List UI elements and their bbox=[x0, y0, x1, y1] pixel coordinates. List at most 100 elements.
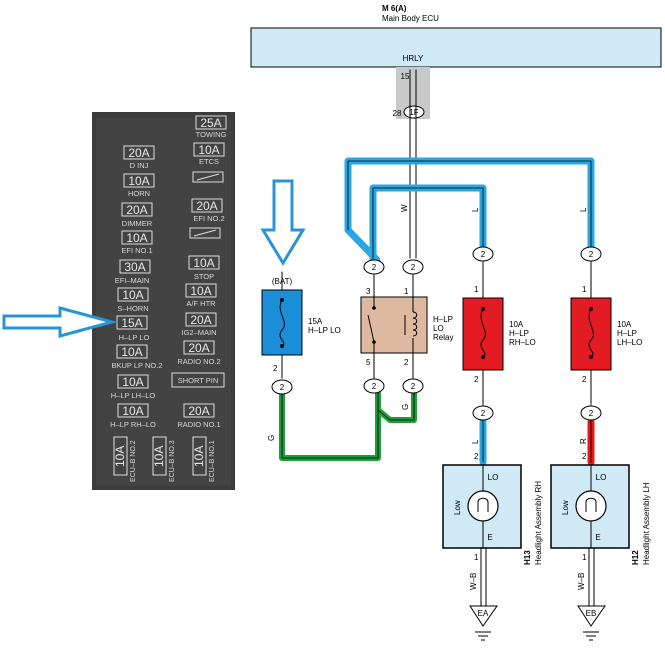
fuse-efi-no2: 20A EFI NO.2 bbox=[191, 198, 225, 223]
svg-text:1F: 1F bbox=[409, 108, 418, 117]
svg-text:10A: 10A bbox=[198, 143, 219, 157]
svg-text:10A: 10A bbox=[121, 345, 142, 359]
svg-text:10A: 10A bbox=[122, 375, 143, 389]
wire-label-l-rh-mid: L bbox=[471, 439, 480, 444]
svg-text:1: 1 bbox=[474, 553, 479, 562]
fuse-efi-no1: 10A EFI NO.1 bbox=[121, 230, 153, 255]
ground-eb-icon bbox=[577, 605, 606, 627]
svg-text:2: 2 bbox=[474, 452, 479, 461]
rh-branch: 2 1 10A H–LP RH–LO 2 2 2 LO Low E H13 He… bbox=[442, 246, 543, 641]
relay-switch-icon bbox=[367, 314, 375, 343]
connector-1f bbox=[403, 105, 425, 119]
svg-text:10A: 10A bbox=[509, 320, 524, 329]
wires bbox=[279, 69, 595, 607]
svg-text:15A: 15A bbox=[308, 317, 323, 326]
connector-relay-2 bbox=[402, 378, 424, 394]
svg-text:2: 2 bbox=[481, 409, 486, 418]
connector-relay-1 bbox=[402, 259, 424, 275]
fuse-ecu-b-no3: 10A ECU–B NO.3 bbox=[152, 436, 176, 482]
svg-text:Low: Low bbox=[561, 500, 570, 515]
svg-text:LO: LO bbox=[488, 473, 499, 482]
svg-text:2: 2 bbox=[582, 375, 587, 384]
wire-label-l-lh: L bbox=[579, 207, 588, 212]
fuse-hlp-rh-lo: 10A H–LP RH–LO bbox=[110, 403, 156, 429]
svg-text:2: 2 bbox=[273, 364, 278, 373]
connector-relay-3 bbox=[363, 259, 385, 275]
svg-text:E: E bbox=[595, 533, 600, 542]
fuse-horn: 10A HORN bbox=[123, 173, 155, 198]
svg-text:20A: 20A bbox=[196, 199, 217, 213]
ecu-pin-15: 15 bbox=[401, 72, 410, 81]
relay-name-2: LO bbox=[433, 324, 444, 333]
svg-text:10A: 10A bbox=[192, 446, 206, 467]
bat-label: (BAT) bbox=[272, 277, 293, 286]
svg-text:H–LP LH–LO: H–LP LH–LO bbox=[111, 391, 156, 400]
fuse-box-photo: 25A TOWING 20A D INJ 10A ETCS 10A HORN 2… bbox=[92, 112, 235, 490]
fuse-ig2-main: 20A IG2–MAIN bbox=[181, 312, 217, 337]
svg-text:10A: 10A bbox=[152, 446, 166, 467]
svg-text:STOP: STOP bbox=[194, 272, 214, 281]
connector-lh-bottom bbox=[580, 405, 602, 421]
wire-label-wb-rh: W–B bbox=[469, 573, 478, 590]
fuse-ecu-b-no2: 10A ECU–B NO.2 bbox=[113, 436, 137, 482]
svg-text:ECU–B NO.2: ECU–B NO.2 bbox=[130, 440, 137, 482]
fuse-slot-spare-1 bbox=[192, 171, 224, 183]
fuse-rh-icon bbox=[480, 308, 486, 358]
svg-text:2: 2 bbox=[411, 382, 416, 391]
svg-text:1: 1 bbox=[474, 285, 479, 294]
svg-text:2: 2 bbox=[589, 409, 594, 418]
fuse-dimmer: 20A DIMMER bbox=[121, 202, 153, 228]
svg-text:20A: 20A bbox=[126, 203, 147, 217]
fuse-stop: 10A STOP bbox=[188, 255, 220, 281]
svg-text:10A: 10A bbox=[128, 174, 149, 188]
fuse-slot-spare-2 bbox=[189, 227, 221, 239]
svg-text:2: 2 bbox=[404, 358, 409, 367]
svg-text:RADIO NO.2: RADIO NO.2 bbox=[177, 357, 220, 366]
svg-text:H–LP: H–LP bbox=[509, 329, 529, 338]
fuse-towing: 25A TOWING bbox=[195, 115, 227, 139]
svg-text:15A: 15A bbox=[121, 316, 142, 330]
wire-label-wb-lh: W–B bbox=[577, 573, 586, 590]
rh-name: Headlight Assembly RH bbox=[534, 481, 543, 565]
relay-body bbox=[360, 296, 428, 354]
fuse-short-pin: SHORT PIN bbox=[171, 372, 225, 388]
svg-text:20A: 20A bbox=[128, 146, 149, 160]
svg-text:20A: 20A bbox=[188, 404, 209, 418]
fuse-ecu-b-no1: 10A ECU–B NO.1 bbox=[192, 436, 216, 482]
svg-text:DIMMER: DIMMER bbox=[122, 219, 153, 228]
svg-text:HORN: HORN bbox=[128, 189, 150, 198]
connector-rh-bottom bbox=[472, 405, 494, 421]
connector-relay-5 bbox=[363, 378, 385, 394]
ecu-terminal-hrly: HRLY bbox=[403, 54, 424, 63]
svg-text:2: 2 bbox=[372, 382, 377, 391]
svg-text:E: E bbox=[487, 533, 492, 542]
ecu-pin-28: 28 bbox=[393, 109, 402, 118]
svg-text:2: 2 bbox=[280, 383, 285, 392]
svg-text:RADIO NO.1: RADIO NO.1 bbox=[177, 420, 220, 429]
svg-text:H–LP LO: H–LP LO bbox=[119, 333, 150, 342]
relay-name-1: H–LP bbox=[433, 315, 453, 324]
fuse-etcs: 10A ETCS bbox=[193, 142, 225, 166]
svg-text:2: 2 bbox=[372, 263, 377, 272]
fuse-15a-hlp-lo: (BAT) 15A H–LP LO 2 2 bbox=[261, 277, 341, 395]
wire-label-r-lh-mid: R bbox=[579, 438, 588, 444]
hlp-lo-relay: 2 2 3 1 5 2 H–LP LO Relay 2 2 bbox=[360, 259, 453, 394]
svg-text:2: 2 bbox=[582, 452, 587, 461]
svg-text:BKUP LP NO.2: BKUP LP NO.2 bbox=[112, 361, 163, 370]
fuse-efi-main: 30A EFI–MAIN bbox=[115, 259, 151, 285]
fuse-radio-no1: 20A RADIO NO.1 bbox=[177, 403, 221, 429]
svg-text:1: 1 bbox=[582, 285, 587, 294]
wire-blue-bus-inner bbox=[369, 184, 487, 263]
fuse-lh-icon bbox=[588, 308, 594, 358]
svg-text:3: 3 bbox=[366, 287, 371, 296]
fuse-s-horn: 10A S–HORN bbox=[117, 287, 149, 313]
fuse-box-inner bbox=[96, 118, 231, 486]
wire-label-l-rh: L bbox=[471, 207, 480, 212]
fuse-radio-no2: 20A RADIO NO.2 bbox=[177, 340, 221, 366]
svg-text:10A: 10A bbox=[617, 320, 632, 329]
svg-text:10A: 10A bbox=[122, 404, 143, 418]
svg-text:S–HORN: S–HORN bbox=[117, 304, 148, 313]
fuse-hlp-lo: 15A H–LP LO bbox=[116, 315, 150, 342]
connector-lh-top bbox=[580, 246, 602, 262]
